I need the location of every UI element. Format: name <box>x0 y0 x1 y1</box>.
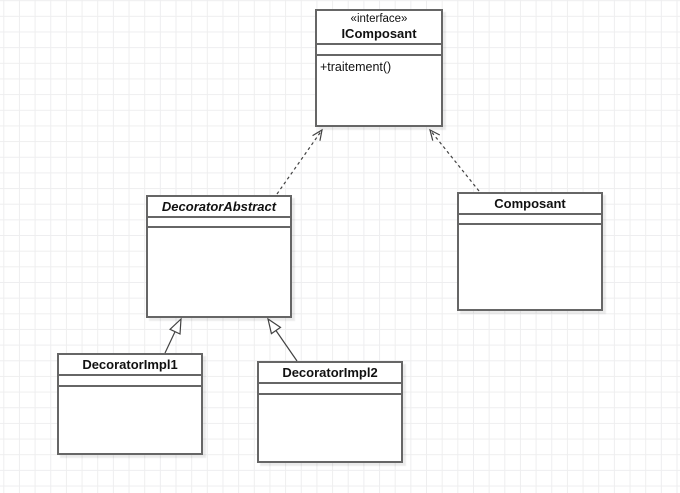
methods-compartment: +traitement() <box>317 54 441 125</box>
fields-compartment <box>317 43 441 54</box>
edge-generalization-decoratorimpl1-decoratorabstract[interactable] <box>164 319 181 354</box>
class-decorator-impl2-title: DecoratorImpl2 <box>259 363 401 382</box>
class-decorator-impl1-title: DecoratorImpl1 <box>59 355 201 374</box>
class-name: IComposant <box>341 26 417 41</box>
methods-compartment <box>259 393 401 461</box>
class-decorator-impl1[interactable]: DecoratorImpl1 <box>57 353 203 455</box>
methods-compartment <box>59 385 201 453</box>
class-icomposant-title: «interface» IComposant <box>317 11 441 43</box>
class-decorator-abstract-title: DecoratorAbstract <box>148 197 290 216</box>
fields-compartment <box>459 213 601 223</box>
class-composant[interactable]: Composant <box>457 192 603 311</box>
class-name: Composant <box>494 196 566 211</box>
edge-generalization-decoratorimpl2-decoratorabstract[interactable] <box>268 319 298 362</box>
methods-compartment <box>148 226 290 316</box>
class-name: DecoratorImpl2 <box>282 365 378 380</box>
class-decorator-impl2[interactable]: DecoratorImpl2 <box>257 361 403 463</box>
fields-compartment <box>259 382 401 393</box>
fields-compartment <box>148 216 290 226</box>
class-icomposant[interactable]: «interface» IComposant +traitement() <box>315 9 443 127</box>
method-label: +traitement() <box>320 60 392 74</box>
edge-realization-composant-icomposant[interactable] <box>429 128 480 192</box>
stereotype-label: «interface» <box>350 13 408 25</box>
class-name: DecoratorImpl1 <box>82 357 178 372</box>
class-composant-title: Composant <box>459 194 601 213</box>
class-decorator-abstract[interactable]: DecoratorAbstract <box>146 195 292 318</box>
edge-realization-decoratorabstract-icomposant[interactable] <box>276 128 323 195</box>
fields-compartment <box>59 374 201 385</box>
class-name: DecoratorAbstract <box>161 199 277 214</box>
methods-compartment <box>459 223 601 309</box>
